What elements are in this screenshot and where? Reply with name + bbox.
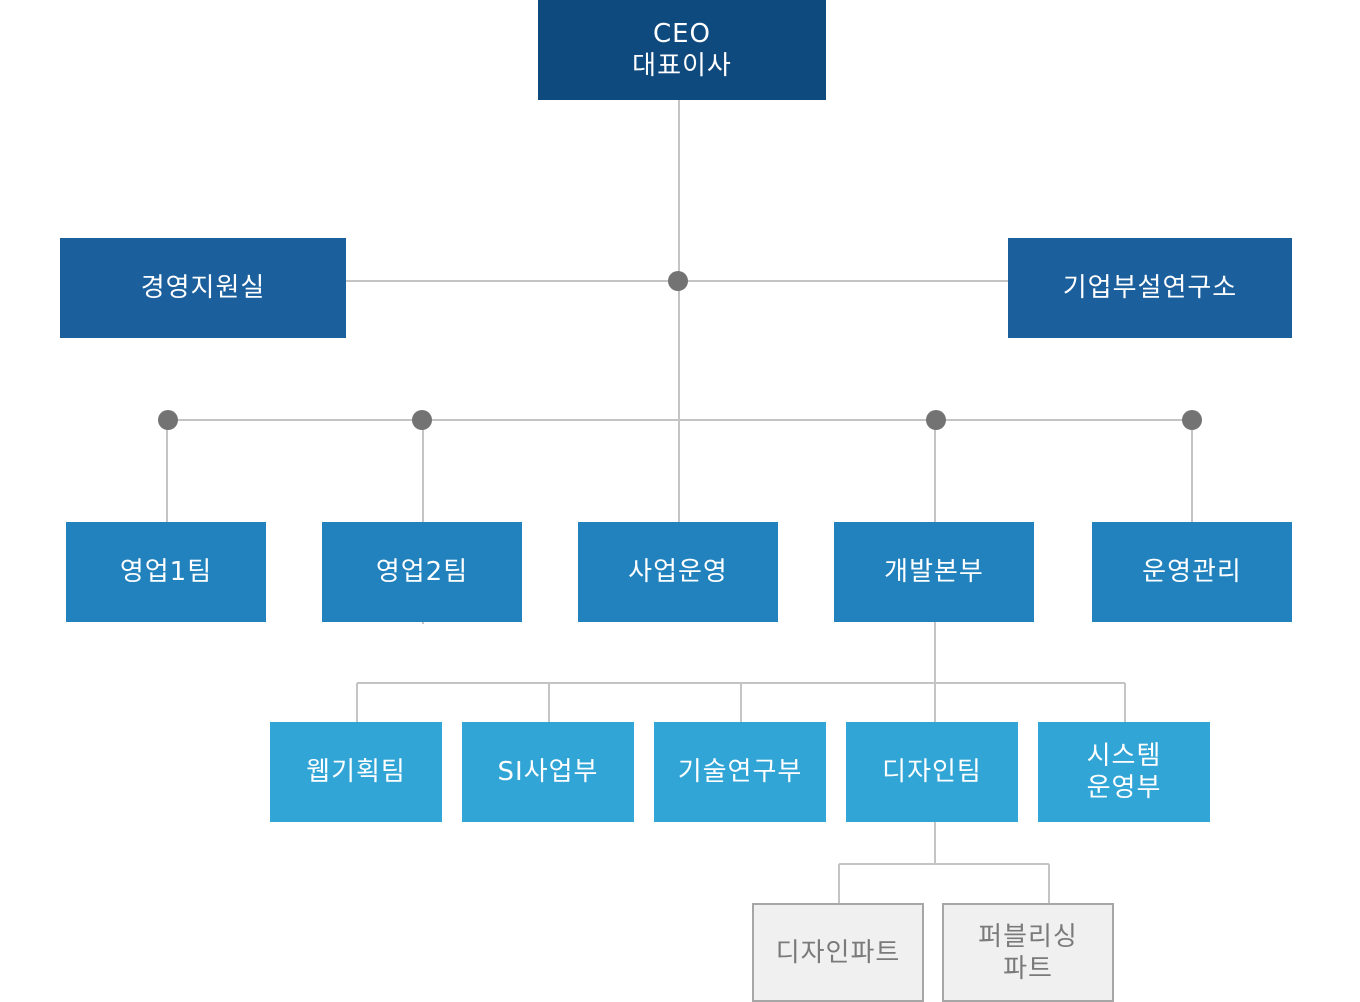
junction-dot-sales2	[412, 410, 432, 430]
node-si-business: SI사업부	[462, 722, 634, 822]
junction-dot-ops-mgmt	[1182, 410, 1202, 430]
node-dev-hq: 개발본부	[834, 522, 1034, 622]
node-mgmt-support: 경영지원실	[60, 238, 346, 338]
junction-dot-sales1	[158, 410, 178, 430]
node-ceo: CEO 대표이사	[538, 0, 826, 100]
junction-dot-center	[668, 271, 688, 291]
node-design-team: 디자인팀	[846, 722, 1018, 822]
node-tech-research: 기술연구부	[654, 722, 826, 822]
node-sales2: 영업2팀	[322, 522, 522, 622]
node-research-lab: 기업부설연구소	[1008, 238, 1292, 338]
node-publishing-part: 퍼블리싱 파트	[942, 903, 1114, 1002]
node-system-ops: 시스템 운영부	[1038, 722, 1210, 822]
node-biz-ops: 사업운영	[578, 522, 778, 622]
junction-dot-dev-hq	[926, 410, 946, 430]
node-ops-mgmt: 운영관리	[1092, 522, 1292, 622]
node-web-planning: 웹기획팀	[270, 722, 442, 822]
node-sales1: 영업1팀	[66, 522, 266, 622]
node-design-part: 디자인파트	[752, 903, 924, 1002]
